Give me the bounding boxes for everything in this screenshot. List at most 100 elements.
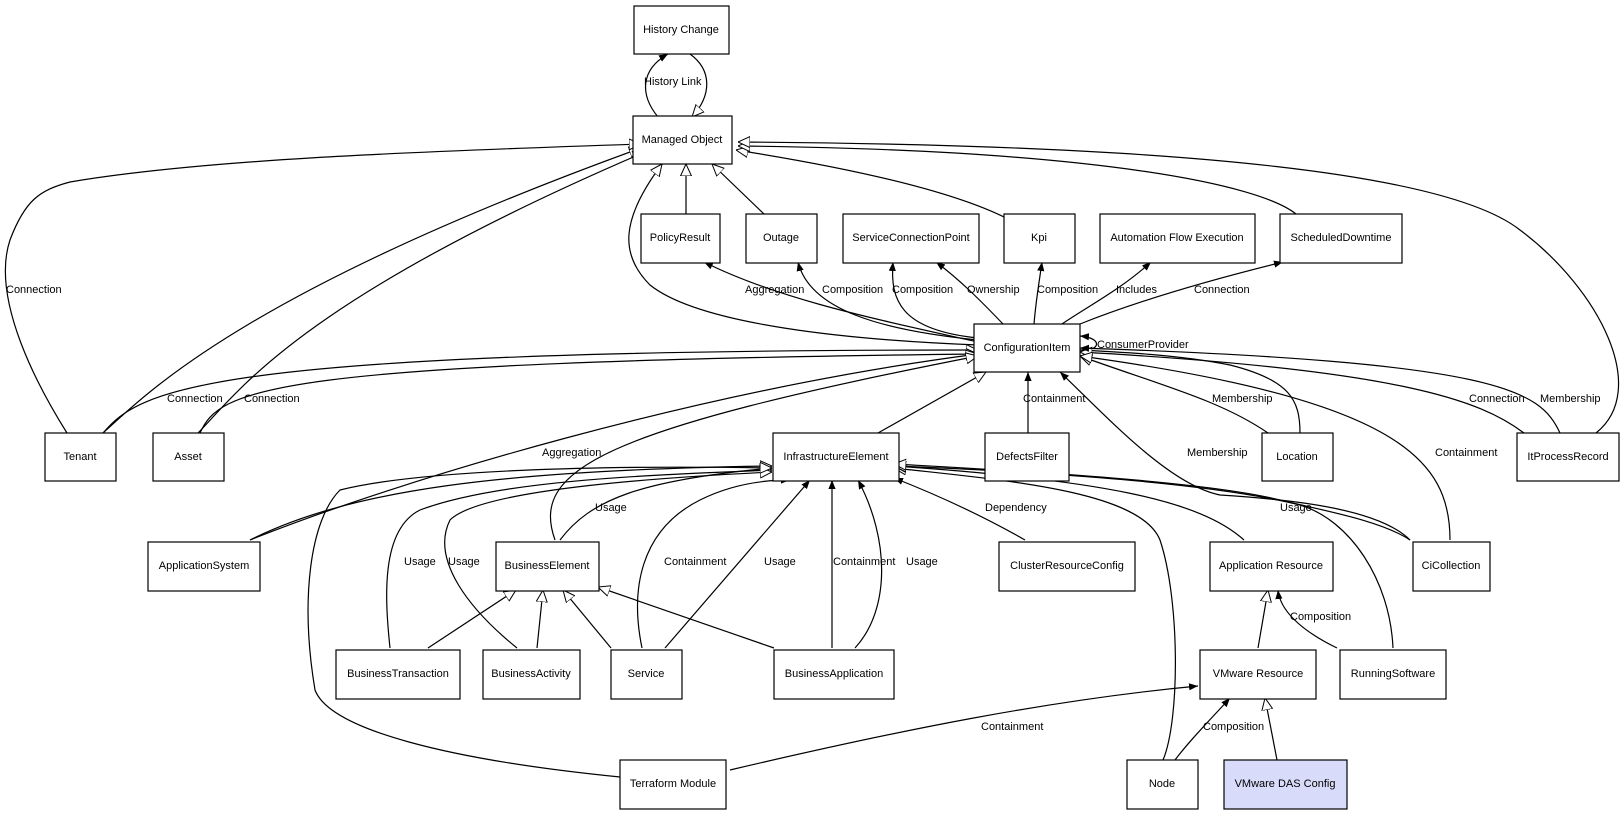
node-it-process-record[interactable]: ItProcessRecord (1516, 432, 1620, 482)
edge-tenant-ci (102, 350, 978, 434)
node-location[interactable]: Location (1261, 432, 1334, 482)
svg-text:Kpi: Kpi (1031, 232, 1047, 244)
node-infrastructure-element[interactable]: InfrastructureElement (772, 432, 900, 482)
node-history-change[interactable]: History Change (633, 5, 730, 55)
svg-text:RunningSoftware: RunningSoftware (1351, 668, 1435, 680)
edge-ci-outage (796, 261, 979, 341)
svg-text:ItProcessRecord: ItProcessRecord (1527, 451, 1608, 463)
edge-label-aggregation: Aggregation (542, 447, 601, 459)
node-tenant[interactable]: Tenant (44, 432, 117, 482)
svg-text:BusinessApplication: BusinessApplication (785, 668, 883, 680)
svg-text:InfrastructureElement: InfrastructureElement (783, 451, 888, 463)
node-scheduled-downtime[interactable]: ScheduledDowntime (1279, 213, 1403, 264)
edge-label-usage: Usage (448, 556, 480, 568)
svg-text:Application Resource: Application Resource (1219, 560, 1323, 572)
node-business-application[interactable]: BusinessApplication (773, 649, 895, 700)
node-defects-filter[interactable]: DefectsFilter (984, 432, 1070, 482)
edge-tenant-connection (4, 144, 641, 434)
edge-ba-ie (444, 472, 772, 649)
edge-label-connection: Connection (244, 393, 300, 405)
edge-cicoll-ci-contain (1080, 356, 1451, 541)
svg-text:Terraform Module: Terraform Module (630, 778, 716, 790)
edge-bapp-ie-usage (854, 479, 883, 649)
edge-dasc-vmres (1265, 698, 1278, 761)
nodes: History Change Managed Object PolicyResu… (44, 5, 1620, 810)
node-node[interactable]: Node (1126, 759, 1199, 810)
edge-label-ownership: Ownership (967, 284, 1020, 296)
svg-text:BusinessElement: BusinessElement (505, 560, 590, 572)
edge-label-composition: Composition (1290, 611, 1351, 623)
edge-appsys-ie (249, 466, 772, 541)
edge-label-containment: Containment (981, 721, 1043, 733)
node-application-resource[interactable]: Application Resource (1209, 541, 1334, 592)
node-ci-collection[interactable]: CiCollection (1412, 541, 1491, 592)
edge-ci-afe (1061, 261, 1152, 325)
node-managed-object[interactable]: Managed Object (632, 115, 733, 165)
edge-label-membership: Membership (1540, 393, 1601, 405)
edge-labels: History Link Connection Aggregation Comp… (6, 76, 1601, 733)
edge-label-history-link: History Link (644, 76, 702, 88)
edge-kpi-mo (736, 150, 1007, 219)
edge-node-vmres (1174, 697, 1231, 761)
edge-itpr-ci-conn (1080, 352, 1525, 434)
edge-ci-policy (703, 261, 979, 343)
node-terraform-module[interactable]: Terraform Module (619, 759, 727, 810)
svg-text:ClusterResourceConfig: ClusterResourceConfig (1010, 560, 1124, 572)
svg-text:Tenant: Tenant (63, 451, 96, 463)
node-business-element[interactable]: BusinessElement (495, 541, 600, 592)
node-business-transaction[interactable]: BusinessTransaction (335, 649, 461, 700)
edge-label-membership: Membership (1187, 447, 1248, 459)
edge-label-connection: Connection (1469, 393, 1525, 405)
edge-label-connection: Connection (1194, 284, 1250, 296)
edge-appres-ie (894, 466, 1245, 541)
edge-bt-be (427, 590, 516, 649)
node-cluster-resource-config[interactable]: ClusterResourceConfig (998, 541, 1136, 592)
node-kpi[interactable]: Kpi (1003, 213, 1076, 264)
svg-text:ApplicationSystem: ApplicationSystem (159, 560, 250, 572)
edge-label-containment: Containment (664, 556, 726, 568)
node-vmware-resource[interactable]: VMware Resource (1199, 649, 1317, 700)
edge-runsw-appres (1275, 589, 1338, 649)
node-service[interactable]: Service (610, 649, 683, 700)
node-configuration-item[interactable]: ConfigurationItem (973, 323, 1081, 373)
edge-ci-scp-own (935, 261, 1004, 325)
svg-text:Node: Node (1149, 778, 1175, 790)
edge-ci-scp-comp (888, 261, 979, 339)
edge-label-usage: Usage (764, 556, 796, 568)
edge-bapp-be (598, 587, 775, 649)
svg-text:CiCollection: CiCollection (1422, 560, 1481, 572)
edge-bt-ie (386, 470, 772, 649)
edge-label-usage: Usage (595, 502, 627, 514)
edge-label-usage: Usage (906, 556, 938, 568)
node-vmware-das-config[interactable]: VMware DAS Config (1223, 759, 1348, 810)
edge-label-containment: Containment (833, 556, 895, 568)
edge-itpr-mo (738, 142, 1620, 434)
edge-terraform-ie (307, 467, 772, 778)
node-asset[interactable]: Asset (152, 432, 225, 482)
node-running-software[interactable]: RunningSoftware (1339, 649, 1447, 700)
edge-sd-mo (738, 146, 1297, 215)
edge-location-ci-member (1079, 346, 1301, 434)
edge-terraform-vmres (729, 683, 1199, 771)
svg-text:ScheduledDowntime: ScheduledDowntime (1291, 232, 1392, 244)
node-business-activity[interactable]: BusinessActivity (482, 649, 581, 700)
edge-label-containment: Containment (1023, 393, 1085, 405)
svg-text:Outage: Outage (763, 232, 799, 244)
edge-label-containment: Containment (1435, 447, 1497, 459)
edge-service-ie (636, 476, 791, 649)
node-automation-flow-execution[interactable]: Automation Flow Execution (1099, 213, 1256, 264)
svg-text:DefectsFilter: DefectsFilter (996, 451, 1058, 463)
edge-label-usage: Usage (404, 556, 436, 568)
node-policy-result[interactable]: PolicyResult (640, 213, 721, 264)
node-application-system[interactable]: ApplicationSystem (147, 541, 261, 592)
edge-history-link (645, 53, 669, 118)
svg-text:VMware Resource: VMware Resource (1213, 668, 1303, 680)
edge-ci-sd (1079, 260, 1284, 325)
node-service-connection-point[interactable]: ServiceConnectionPoint (842, 213, 980, 264)
node-outage[interactable]: Outage (745, 213, 818, 264)
edge-itpr-ci-member (1079, 344, 1561, 434)
edge-history-back (689, 53, 708, 117)
svg-text:Automation Flow Execution: Automation Flow Execution (1110, 232, 1243, 244)
edge-ci-kpi (1033, 261, 1045, 325)
